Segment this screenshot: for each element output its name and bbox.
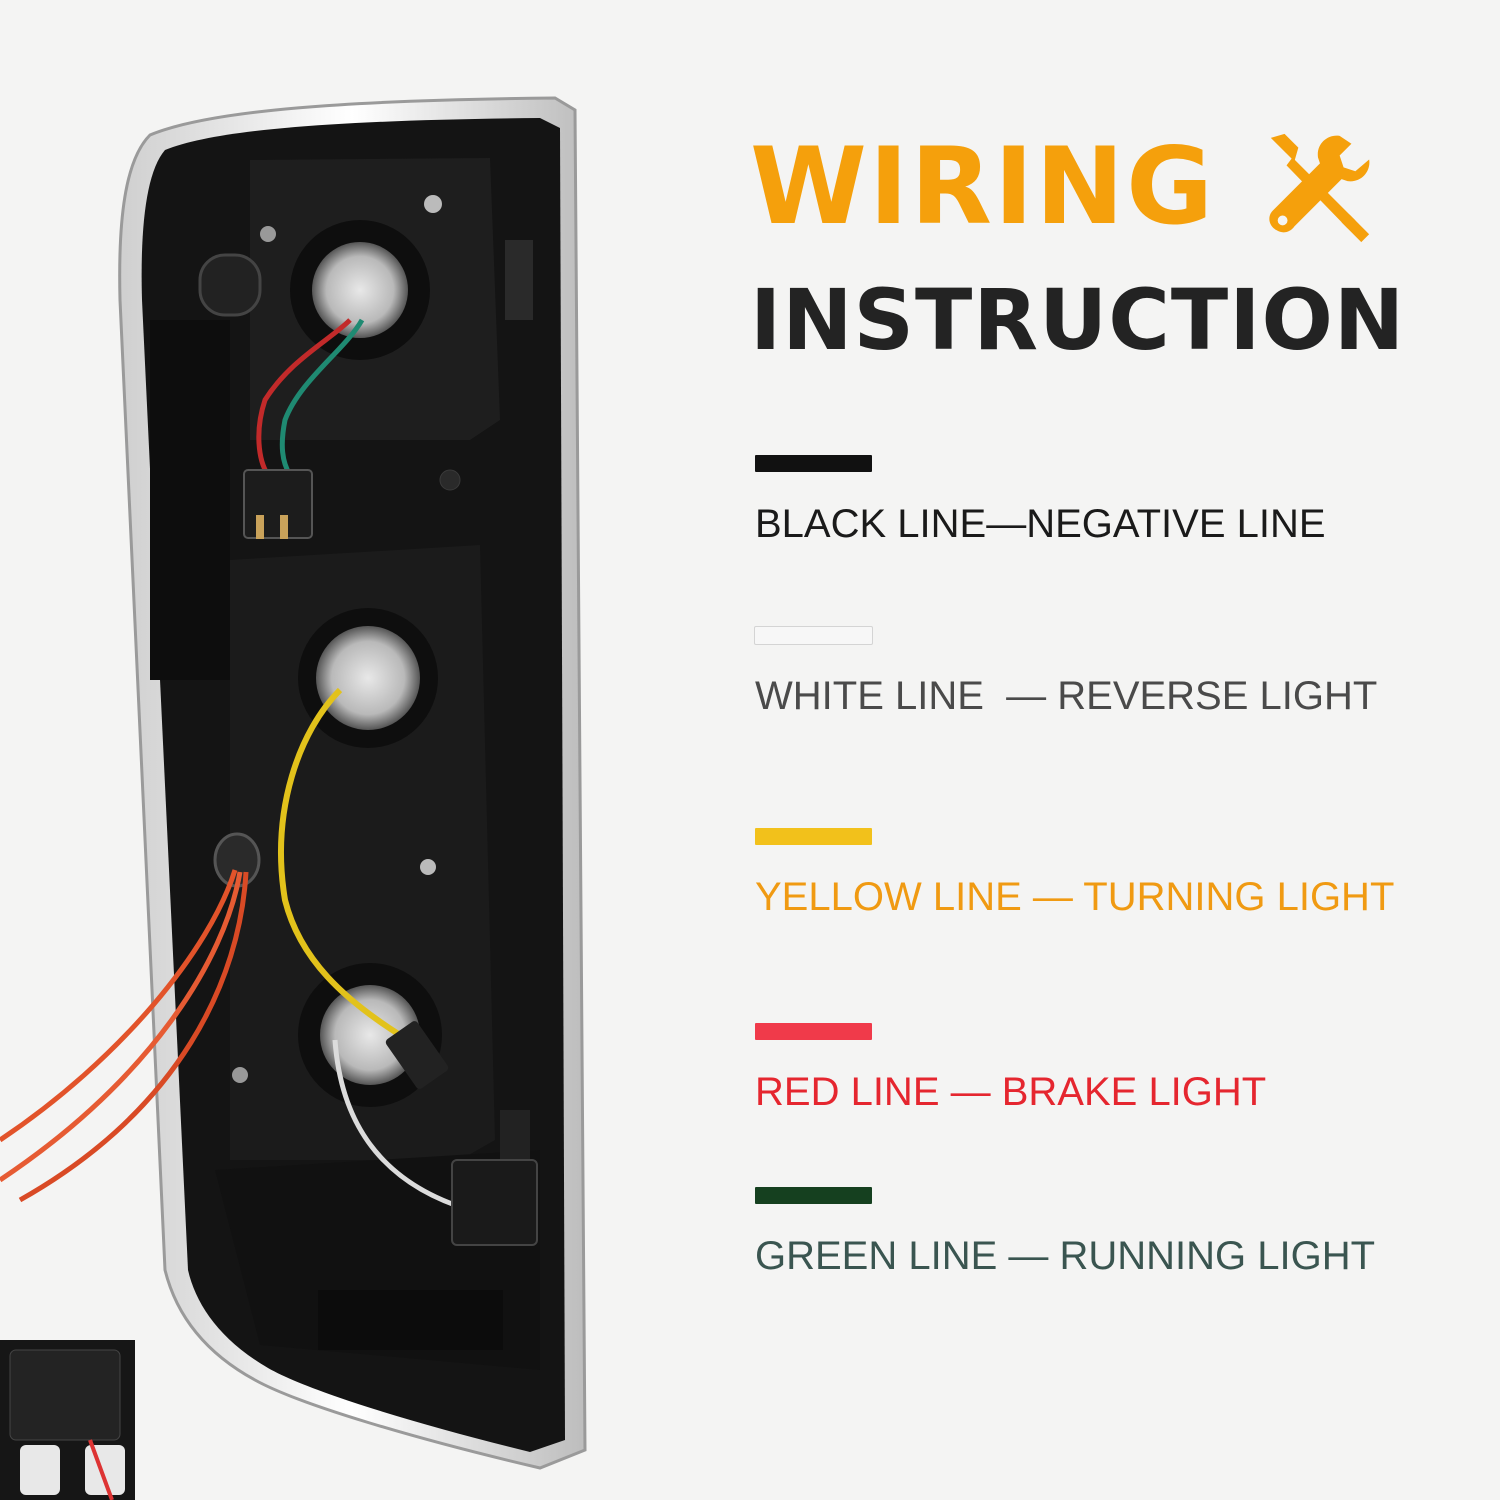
title-line-1: WIRING xyxy=(750,128,1450,246)
green-line-swatch xyxy=(755,1187,872,1204)
legend-label-white: WHITE LINE — REVERSE LIGHT xyxy=(755,674,1378,718)
screwdriver-wrench-icon xyxy=(1269,133,1370,243)
yellow-line-swatch xyxy=(755,828,872,845)
legend-item-white: WHITE LINE — REVERSE LIGHT xyxy=(755,627,1455,718)
legend-item-green: GREEN LINE — RUNNING LIGHT xyxy=(755,1187,1455,1278)
legend-item-red: RED LINE — BRAKE LIGHT xyxy=(755,1023,1455,1114)
heading: WIRING INSTRUCTION xyxy=(750,128,1450,369)
red-line-swatch xyxy=(755,1023,872,1040)
black-line-swatch xyxy=(755,455,872,472)
legend-item-black: BLACK LINE—NEGATIVE LINE xyxy=(755,455,1455,546)
tail-light-photo xyxy=(0,96,587,1500)
title-instruction: INSTRUCTION xyxy=(750,271,1406,369)
legend-label-red: RED LINE — BRAKE LIGHT xyxy=(755,1070,1267,1114)
legend-label-black: BLACK LINE—NEGATIVE LINE xyxy=(755,502,1326,546)
legend-label-yellow: YELLOW LINE — TURNING LIGHT xyxy=(755,875,1395,919)
title-wiring: WIRING xyxy=(750,125,1216,248)
legend-label-green: GREEN LINE — RUNNING LIGHT xyxy=(755,1234,1376,1278)
legend-item-yellow: YELLOW LINE — TURNING LIGHT xyxy=(755,828,1455,919)
white-line-swatch xyxy=(755,627,872,644)
